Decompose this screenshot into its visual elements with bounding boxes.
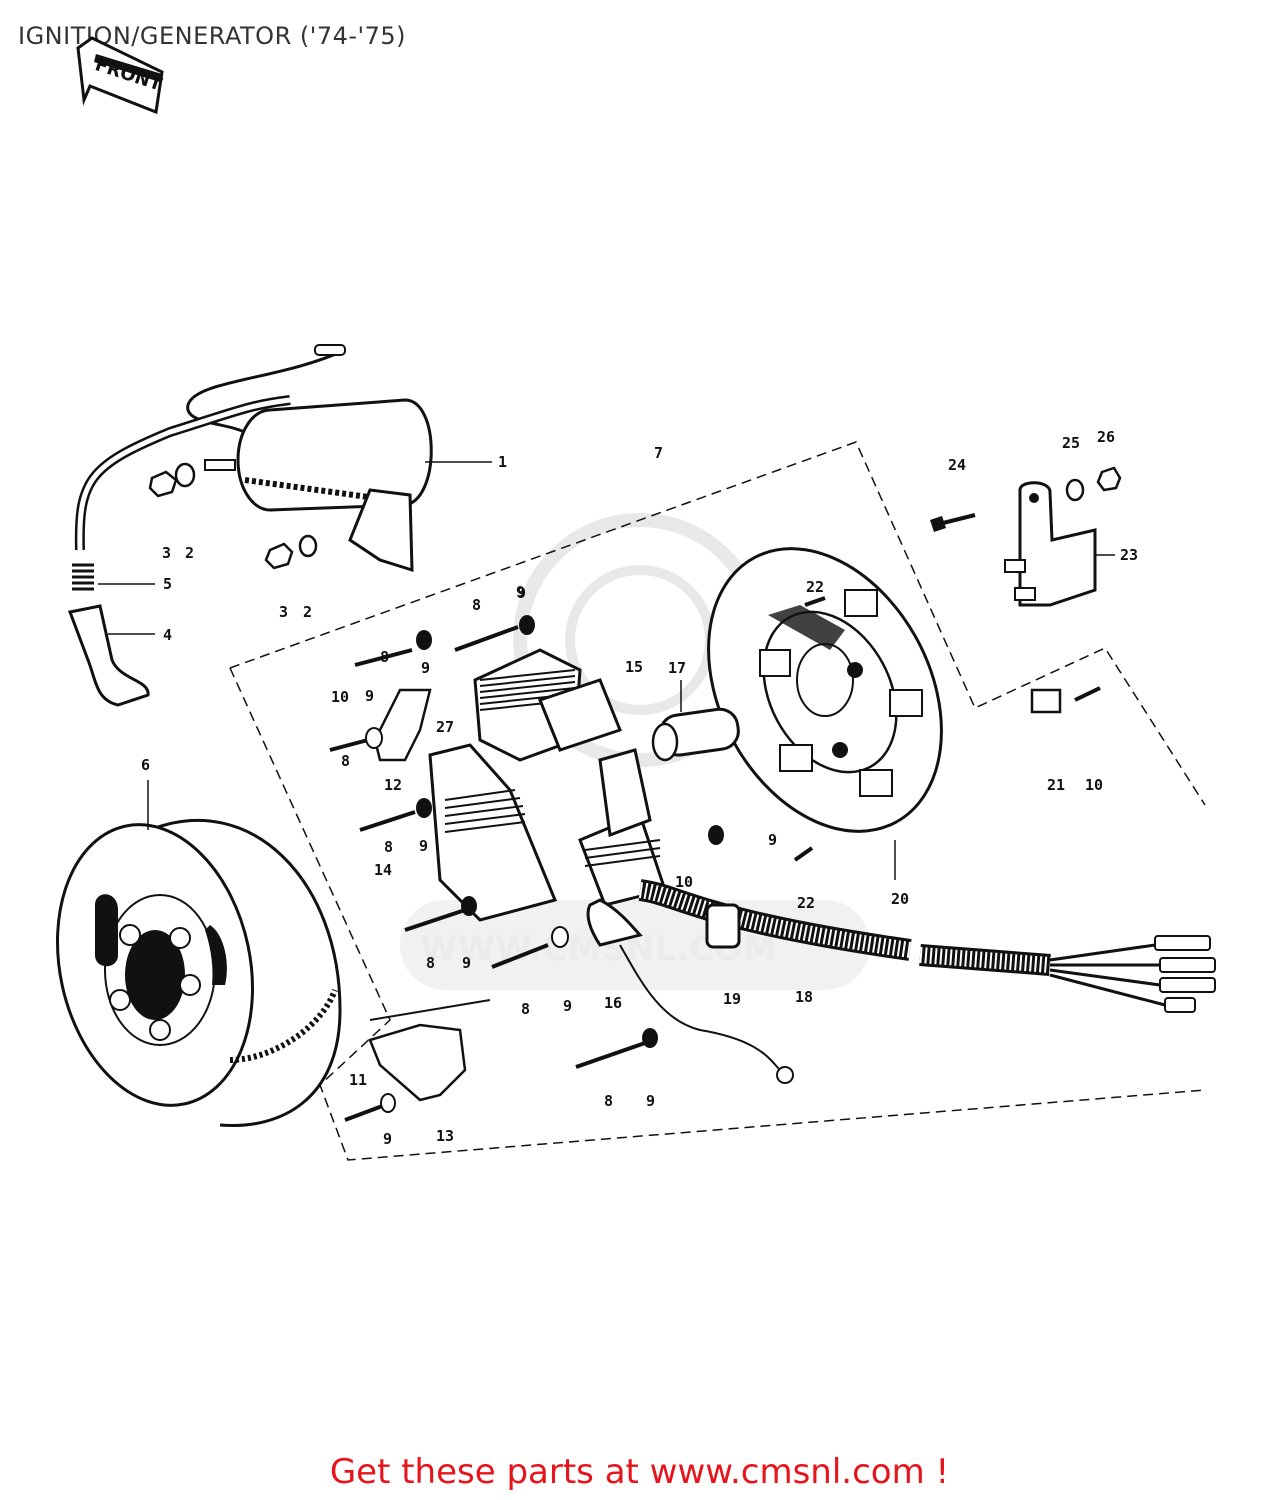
stator-base-plate bbox=[707, 547, 943, 880]
callout-16: 16 bbox=[604, 994, 622, 1012]
callout-8: 8 bbox=[384, 838, 393, 856]
callout-7: 7 bbox=[654, 444, 663, 462]
get-parts-link[interactable]: Get these parts at www.cmsnl.com ! bbox=[329, 1452, 950, 1492]
callout-2: 2 bbox=[303, 603, 312, 621]
ignition-coil bbox=[74, 344, 492, 573]
callout-10: 10 bbox=[331, 688, 349, 706]
callout-8: 8 bbox=[380, 648, 389, 666]
callout-8: 8 bbox=[341, 752, 350, 770]
callout-13: 13 bbox=[436, 1127, 454, 1145]
callout-10: 10 bbox=[675, 873, 693, 891]
callout-19: 19 bbox=[723, 990, 741, 1008]
callout-9: 9 bbox=[517, 584, 526, 602]
callout-27: 27 bbox=[436, 718, 454, 736]
callout-6: 6 bbox=[141, 756, 150, 774]
callout-9: 9 bbox=[768, 831, 777, 849]
callout-21: 21 bbox=[1047, 776, 1065, 794]
callout-9: 9 bbox=[563, 997, 572, 1015]
regulator bbox=[930, 466, 1122, 714]
callout-25: 25 bbox=[1062, 434, 1080, 452]
callout-8: 8 bbox=[472, 596, 481, 614]
nut-washer-set-upper bbox=[148, 459, 318, 570]
callout-17: 17 bbox=[668, 659, 686, 677]
front-arrow-icon: FRONT bbox=[76, 36, 165, 115]
callout-9: 9 bbox=[365, 687, 374, 705]
callout-9: 9 bbox=[421, 659, 430, 677]
exploded-parts-diagram: FRONT WWW.CMSNL.COM bbox=[55, 36, 1216, 1161]
wire-harness bbox=[619, 879, 1216, 1084]
callout-4: 4 bbox=[163, 626, 172, 644]
fastener-screws bbox=[329, 596, 826, 1122]
callout-3: 3 bbox=[162, 544, 171, 562]
callout-8: 8 bbox=[521, 1000, 530, 1018]
callout-9: 9 bbox=[419, 837, 428, 855]
callout-9: 9 bbox=[383, 1130, 392, 1148]
callout-5: 5 bbox=[163, 575, 172, 593]
callout-24: 24 bbox=[948, 456, 966, 474]
callout-3: 3 bbox=[279, 603, 288, 621]
callout-10: 10 bbox=[1085, 776, 1103, 794]
callout-22: 22 bbox=[797, 894, 815, 912]
callout-14: 14 bbox=[374, 861, 392, 879]
condenser bbox=[651, 680, 740, 762]
callout-2: 2 bbox=[185, 544, 194, 562]
callout-20: 20 bbox=[891, 890, 909, 908]
spring-and-plug-cap bbox=[67, 563, 155, 707]
callout-8: 8 bbox=[604, 1092, 613, 1110]
flywheel-rotor bbox=[55, 780, 342, 1128]
callout-labels: 1 2 2 3 3 4 5 6 7 8 8 8 8 8 8 8 9 9 9 9 … bbox=[141, 428, 1138, 1148]
callout-23: 23 bbox=[1120, 546, 1138, 564]
callout-1: 1 bbox=[498, 453, 507, 471]
callout-11: 11 bbox=[349, 1071, 367, 1089]
callout-9: 9 bbox=[462, 954, 471, 972]
callout-8: 8 bbox=[426, 954, 435, 972]
callout-9: 9 bbox=[646, 1092, 655, 1110]
callout-18: 18 bbox=[795, 988, 813, 1006]
callout-12: 12 bbox=[384, 776, 402, 794]
callout-22: 22 bbox=[806, 578, 824, 596]
callout-9: 9 bbox=[516, 583, 525, 601]
callout-26: 26 bbox=[1097, 428, 1115, 446]
callout-15: 15 bbox=[625, 658, 643, 676]
